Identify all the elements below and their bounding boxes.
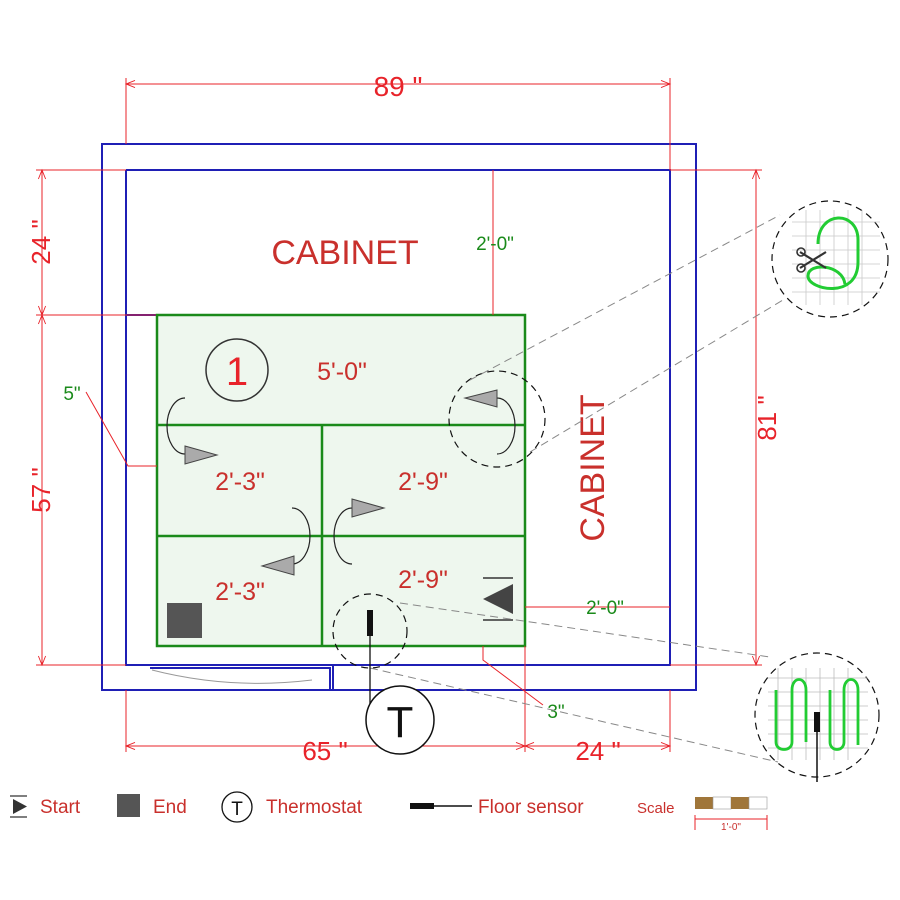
outer-wall — [101, 143, 697, 691]
lower-depth-label: 57 " — [26, 467, 56, 512]
legend-start-label: Start — [40, 797, 81, 818]
turn-center-left — [291, 507, 311, 565]
detail-cut-circle — [771, 200, 889, 318]
run-length-top: 5'-0" — [317, 358, 367, 386]
detail-sensor-illustration — [768, 668, 868, 782]
thermostat-symbol: T — [387, 698, 414, 747]
thermostat-icon: T — [365, 685, 435, 755]
zone-number: 1 — [226, 350, 248, 394]
flow-arrow-4 — [463, 389, 498, 408]
callout-turn — [448, 370, 546, 468]
legend-floor-sensor-label: Floor sensor — [478, 797, 584, 818]
run-length-mid-right: 2'-9" — [398, 468, 448, 496]
floor-sensor-icon — [367, 610, 373, 705]
bottom-right-dim-label: 24 " — [575, 736, 620, 766]
heated-area — [155, 313, 527, 648]
bottom-left-dim-label: 65 " — [302, 736, 347, 766]
dimension-lines — [36, 78, 762, 752]
legend-thermostat-icon: T — [221, 791, 253, 823]
scale-unit-label: 1'-0" — [721, 822, 741, 833]
offset-left-label: 5" — [63, 384, 80, 405]
turn-left-1 — [166, 397, 186, 455]
offset-right-label: 2'-0" — [586, 598, 624, 619]
door-swing-arc — [151, 669, 313, 684]
flow-arrow-2 — [351, 498, 386, 518]
overall-width-label: 89 " — [374, 71, 423, 102]
cabinet-right-label: CABINET — [574, 394, 612, 541]
legend-floor-sensor-icon — [410, 803, 472, 809]
start-marker-icon — [483, 577, 513, 621]
callout-sensor — [332, 593, 408, 669]
legend-thermostat-label: Thermostat — [266, 797, 363, 818]
run-length-bottom-left: 2'-3" — [215, 578, 265, 606]
cable-flow — [166, 389, 516, 576]
legend: Start End T Thermostat Floor sensor Scal… — [10, 791, 768, 833]
scale-bar — [694, 796, 768, 830]
legend-end-icon — [117, 794, 140, 817]
zone-number-circle — [205, 338, 269, 402]
heating-zone — [155, 313, 527, 648]
legend-start-icon — [10, 795, 27, 818]
cabinet-top-label: CABINET — [271, 234, 418, 272]
callout-leaders — [369, 214, 784, 763]
run-length-bottom-right: 2'-9" — [398, 566, 448, 594]
offset-top-label: 2'-0" — [476, 234, 514, 255]
upper-depth-label: 24 " — [26, 219, 56, 264]
flow-arrow-3 — [260, 555, 295, 576]
legend-end-label: End — [153, 797, 187, 818]
legend-scale-label: Scale — [637, 800, 675, 817]
offset-bottom-label: 3" — [547, 702, 564, 723]
svg-text:T: T — [231, 799, 243, 820]
right-height-label: 81 " — [752, 395, 782, 440]
turn-right-1 — [496, 397, 516, 455]
run-length-mid-left: 2'-3" — [215, 468, 265, 496]
end-marker-icon — [167, 603, 202, 638]
door-opening — [150, 667, 331, 690]
flow-arrow-1 — [184, 445, 219, 465]
turn-center-right — [333, 507, 353, 565]
detail-cut-illustration — [792, 210, 880, 305]
